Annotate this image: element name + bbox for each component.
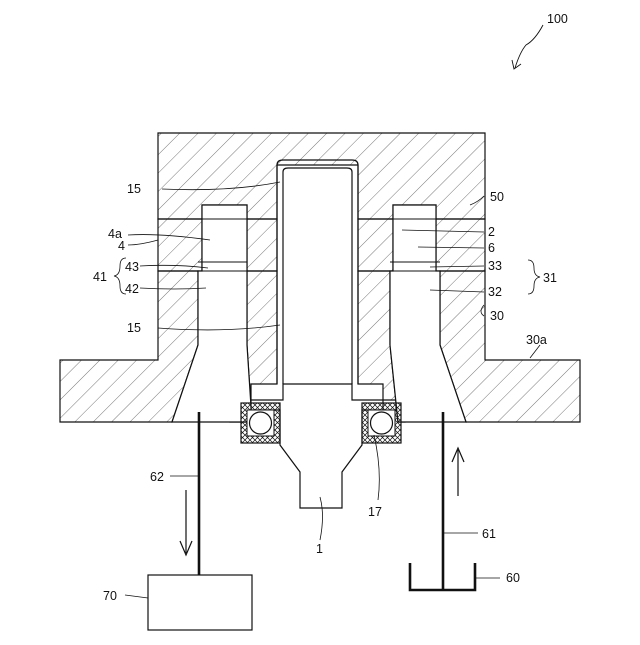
label-15-lower: 15 (127, 321, 141, 335)
label-62: 62 (150, 470, 164, 484)
label-4: 4 (118, 239, 125, 253)
label-60: 60 (506, 571, 520, 585)
label-6: 6 (488, 241, 495, 255)
label-42: 42 (125, 282, 139, 296)
bearing-left (241, 403, 280, 443)
down-arrow (180, 490, 192, 555)
plate-layer-left (158, 219, 202, 271)
plate-layer-mid-right (358, 219, 393, 271)
up-arrow (452, 448, 464, 496)
tank-70 (148, 575, 252, 630)
lower-block-right (440, 271, 580, 422)
label-2: 2 (488, 225, 495, 239)
assembly-arrow (515, 25, 543, 68)
label-30: 30 (490, 309, 504, 323)
passage-15-inner (283, 168, 352, 384)
plate-layer-right (436, 219, 485, 271)
label-31: 31 (543, 271, 557, 285)
label-70: 70 (103, 589, 117, 603)
label-32: 32 (488, 285, 502, 299)
label-100: 100 (547, 12, 568, 26)
label-41: 41 (93, 270, 107, 284)
label-15-upper: 15 (127, 182, 141, 196)
label-30a: 30a (526, 333, 547, 347)
label-50: 50 (490, 190, 504, 204)
label-17: 17 (368, 505, 382, 519)
passage-15 (277, 160, 358, 384)
label-33: 33 (488, 259, 502, 273)
bearing-right (362, 403, 401, 443)
label-43: 43 (125, 260, 139, 274)
label-1: 1 (316, 542, 323, 556)
plate-layer-mid-left (247, 219, 277, 271)
bracket-31 (528, 260, 540, 294)
label-61: 61 (482, 527, 496, 541)
